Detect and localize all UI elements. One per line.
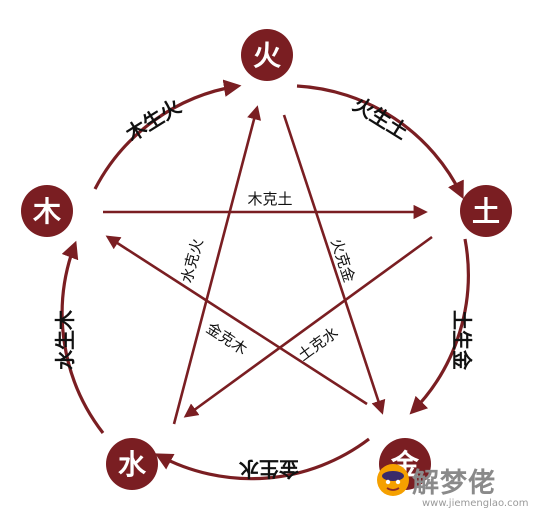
node-wood: 木 — [21, 185, 73, 237]
arrow-metal-to-wood — [105, 235, 368, 406]
watermark-text: 解梦佬 — [412, 468, 496, 499]
label-fire-generates-earth: 火生土 — [349, 92, 413, 144]
watermark-url: www.jiemenglao.com — [422, 498, 529, 509]
arrow-fire-to-metal — [282, 114, 386, 415]
node-fire-label: 火 — [253, 39, 281, 72]
label-wood-generates-fire: 木生火 — [121, 93, 186, 146]
arc-metal-to-water — [154, 437, 370, 481]
overcoming-star — [103, 105, 433, 425]
arc-earth-to-metal — [409, 238, 470, 415]
node-water-circle — [106, 438, 158, 490]
node-earth: 土 — [460, 185, 512, 237]
label-metal-generates-water: 金生水 — [238, 457, 300, 481]
arc-water-to-wood — [60, 240, 105, 434]
node-earth-circle — [460, 185, 512, 237]
node-earth-label: 土 — [472, 195, 500, 228]
label-water-overcomes-fire: 水克火 — [178, 237, 207, 285]
node-water-label: 水 — [118, 448, 147, 481]
node-water: 水 — [106, 438, 158, 490]
arrow-water-to-fire — [172, 105, 262, 425]
generating-cycle — [60, 79, 470, 481]
arrow-earth-to-water — [183, 235, 433, 418]
node-fire: 火 — [241, 29, 293, 81]
label-earth-generates-metal: 土生金 — [450, 310, 474, 371]
label-earth-overcomes-water: 土克水 — [295, 323, 342, 364]
node-wood-label: 木 — [32, 195, 61, 228]
arc-wood-to-fire — [93, 79, 242, 190]
arc-fire-to-earth — [296, 84, 464, 200]
label-wood-overcomes-earth: 木克土 — [247, 190, 292, 208]
node-wood-circle — [21, 185, 73, 237]
node-fire-circle — [241, 29, 293, 81]
label-water-generates-wood: 水生木 — [53, 309, 77, 370]
watermark-logo-icon — [377, 464, 409, 496]
